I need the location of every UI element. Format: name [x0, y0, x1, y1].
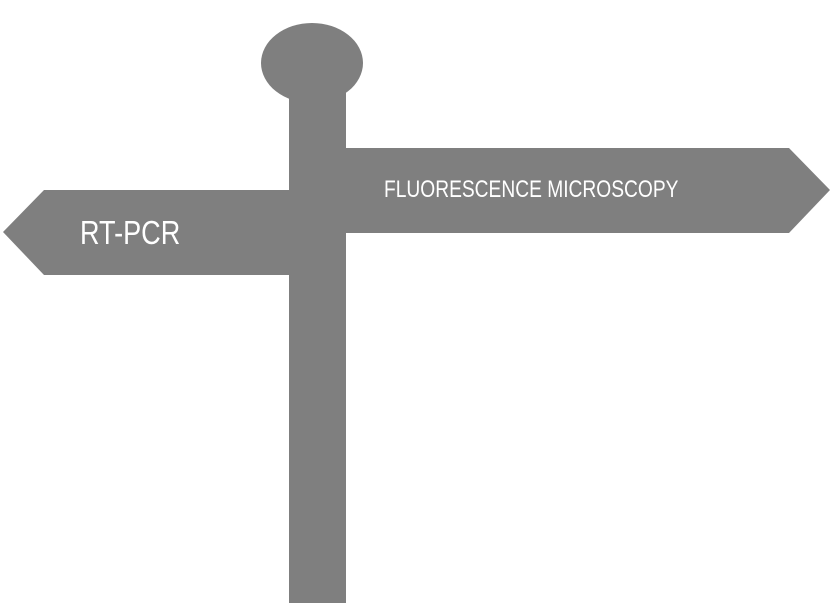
left-sign-label: RT-PCR	[80, 214, 181, 251]
right-sign-label: FLUORESCENCE MICROSCOPY	[384, 176, 679, 203]
left-arrow-sign	[3, 190, 289, 275]
right-arrow-sign	[346, 148, 830, 233]
signpost-pole	[289, 90, 346, 603]
signpost-knob	[261, 23, 363, 103]
